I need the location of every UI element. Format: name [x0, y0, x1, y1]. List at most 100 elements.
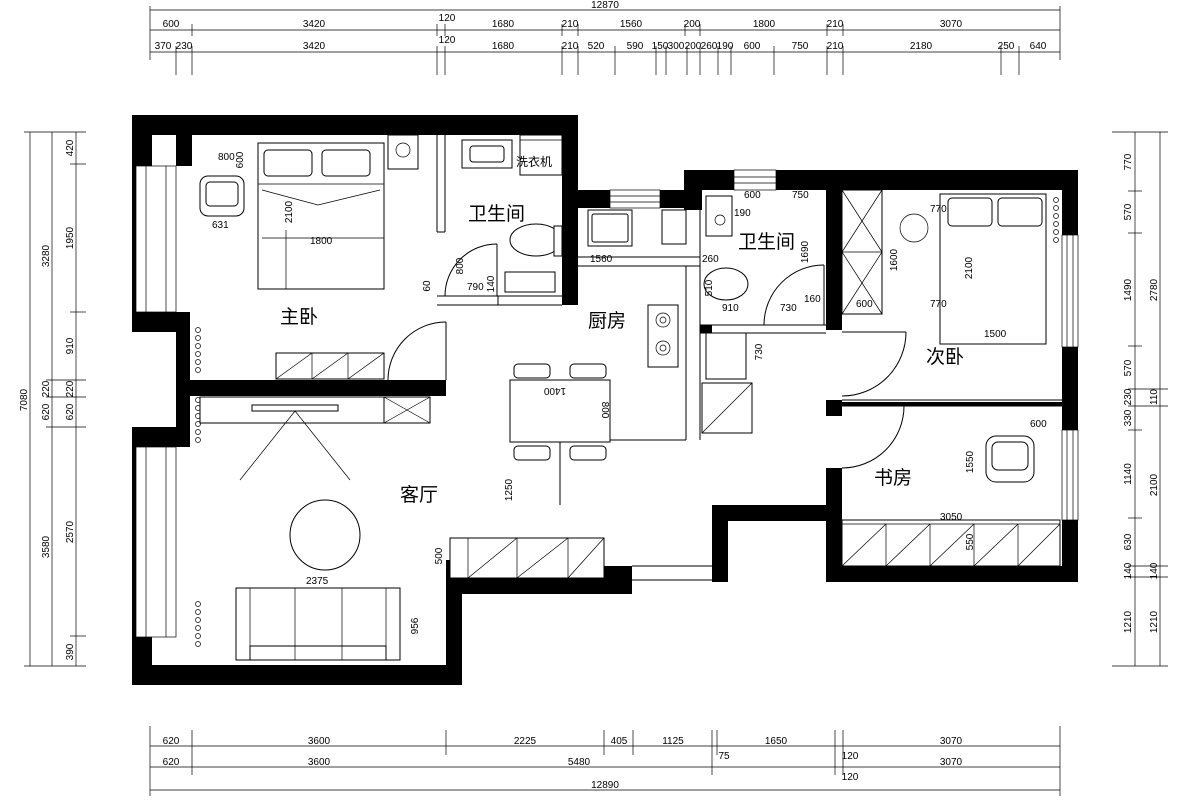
dim-label: 1250	[504, 478, 515, 501]
dining-table	[509, 363, 611, 461]
dim-label: 210	[827, 41, 844, 52]
dim-label: 800	[455, 257, 466, 274]
dim-label: 1800	[310, 236, 333, 247]
dim-label: 3600	[308, 757, 331, 768]
dim-label: 630	[1123, 533, 1134, 550]
dim-label: 390	[65, 643, 76, 660]
dim-label: 620	[41, 403, 52, 420]
dim-label: 600	[235, 151, 246, 168]
dim-label: 5480	[568, 757, 591, 768]
stove-icon	[647, 304, 679, 368]
dim-label: 730	[780, 303, 797, 314]
dim-label: 1560	[590, 254, 613, 265]
dim-label: 620	[163, 757, 180, 768]
room-label-bathroom-2: 卫生间	[738, 231, 795, 253]
dim-label: 750	[792, 41, 809, 52]
dim-label: 3600	[308, 736, 331, 747]
dim-label: 770	[930, 204, 947, 215]
dim-label: 1600	[889, 248, 900, 271]
dim-label: 160	[804, 294, 821, 305]
dim-label: 2570	[65, 520, 76, 543]
dim-label: 590	[627, 41, 644, 52]
sink-icon	[587, 209, 687, 247]
dim-label: 3070	[940, 757, 963, 768]
dim-label: 800	[599, 402, 610, 419]
dim-label: 1950	[65, 226, 76, 249]
bottom-dimensions: 620 3600 2225 405 1125 75 1650 120 3070 …	[149, 726, 1061, 796]
dim-label: 110	[1149, 389, 1160, 405]
dim-label: 3420	[303, 41, 326, 52]
study-cabinet	[841, 519, 1061, 567]
dim-label: 2100	[964, 256, 975, 279]
dim-label: 3050	[940, 512, 963, 523]
dim-label: 3070	[940, 19, 963, 30]
dim-label: 330	[1123, 409, 1134, 426]
room-label-study: 书房	[874, 467, 912, 489]
dim-label: 2225	[514, 736, 537, 747]
dim-label: 3580	[41, 535, 52, 558]
dim-label: 75	[718, 751, 730, 762]
dim-top-total: 12870	[591, 0, 619, 11]
dim-label: 790	[467, 282, 484, 293]
room-label-kitchen: 厨房	[588, 310, 626, 332]
dim-label: 956	[410, 617, 421, 634]
dim-label: 200	[685, 41, 702, 52]
dim-label: 1680	[492, 41, 515, 52]
dim-label: 770	[1123, 153, 1134, 170]
washer-icon	[387, 134, 563, 176]
dim-label: 2100	[284, 200, 295, 223]
round-rug	[289, 499, 361, 571]
dim-label: 210	[562, 19, 579, 30]
dim-label: 600	[1030, 419, 1047, 430]
dim-label: 600	[856, 299, 873, 310]
dim-label: 600	[744, 41, 761, 52]
top-dimensions: 12870 600 3420 120 1680 210 1560 200 180…	[149, 0, 1061, 75]
dim-label: 200	[684, 19, 701, 30]
dim-label: 120	[842, 751, 859, 762]
dim-label: 1550	[965, 450, 976, 473]
dim-label: 520	[588, 41, 605, 52]
dim-label: 230	[1123, 388, 1134, 405]
dim-label: 1400	[543, 385, 566, 396]
room-label-master-bedroom: 主卧	[280, 306, 318, 328]
dim-label: 405	[611, 736, 628, 747]
dim-label: 220	[65, 380, 76, 397]
dim-label: 640	[1030, 41, 1047, 52]
dim-label: 770	[930, 299, 947, 310]
dim-label: 120	[439, 13, 456, 24]
dim-label: 370	[155, 41, 172, 52]
dim-label: 260	[702, 254, 719, 265]
dim-label: 2100	[1149, 473, 1160, 496]
dim-left-total: 7080	[19, 388, 30, 411]
dim-label: 210	[827, 19, 844, 30]
fridge-icon	[701, 332, 753, 434]
dim-label: 730	[754, 343, 765, 360]
toilet-icon	[703, 195, 749, 301]
dim-label: 420	[65, 139, 76, 156]
dim-label: 800	[218, 152, 235, 163]
dim-label: 120	[842, 772, 859, 783]
right-dimensions: 770 570 1490 570 230 330 1140 630 140 12…	[1112, 131, 1168, 667]
dim-label: 3070	[940, 736, 963, 747]
tv-cabinet	[199, 396, 431, 481]
dim-label: 2375	[306, 576, 329, 587]
dim-label: 60	[422, 280, 433, 292]
dim-label: 600	[163, 19, 180, 30]
dim-label: 1125	[662, 736, 684, 747]
toilet-icon	[461, 139, 563, 293]
shoe-cabinet	[449, 537, 605, 579]
dim-label: 1560	[620, 19, 643, 30]
dim-label: 570	[1123, 203, 1134, 220]
dim-label: 570	[1123, 359, 1134, 376]
washer-label: 洗衣机	[516, 154, 552, 169]
chair-icon	[985, 435, 1035, 483]
room-label-bathroom-1: 卫生间	[468, 203, 525, 225]
dim-label: 1680	[492, 19, 515, 30]
dim-label: 3280	[41, 244, 52, 267]
dim-label: 631	[212, 220, 229, 231]
dim-label: 1650	[765, 736, 788, 747]
doors	[387, 243, 907, 469]
dim-label: 1800	[753, 19, 776, 30]
room-labels: 主卧 卫生间 卫生间 厨房 次卧 客厅 书房 洗衣机	[280, 154, 964, 506]
